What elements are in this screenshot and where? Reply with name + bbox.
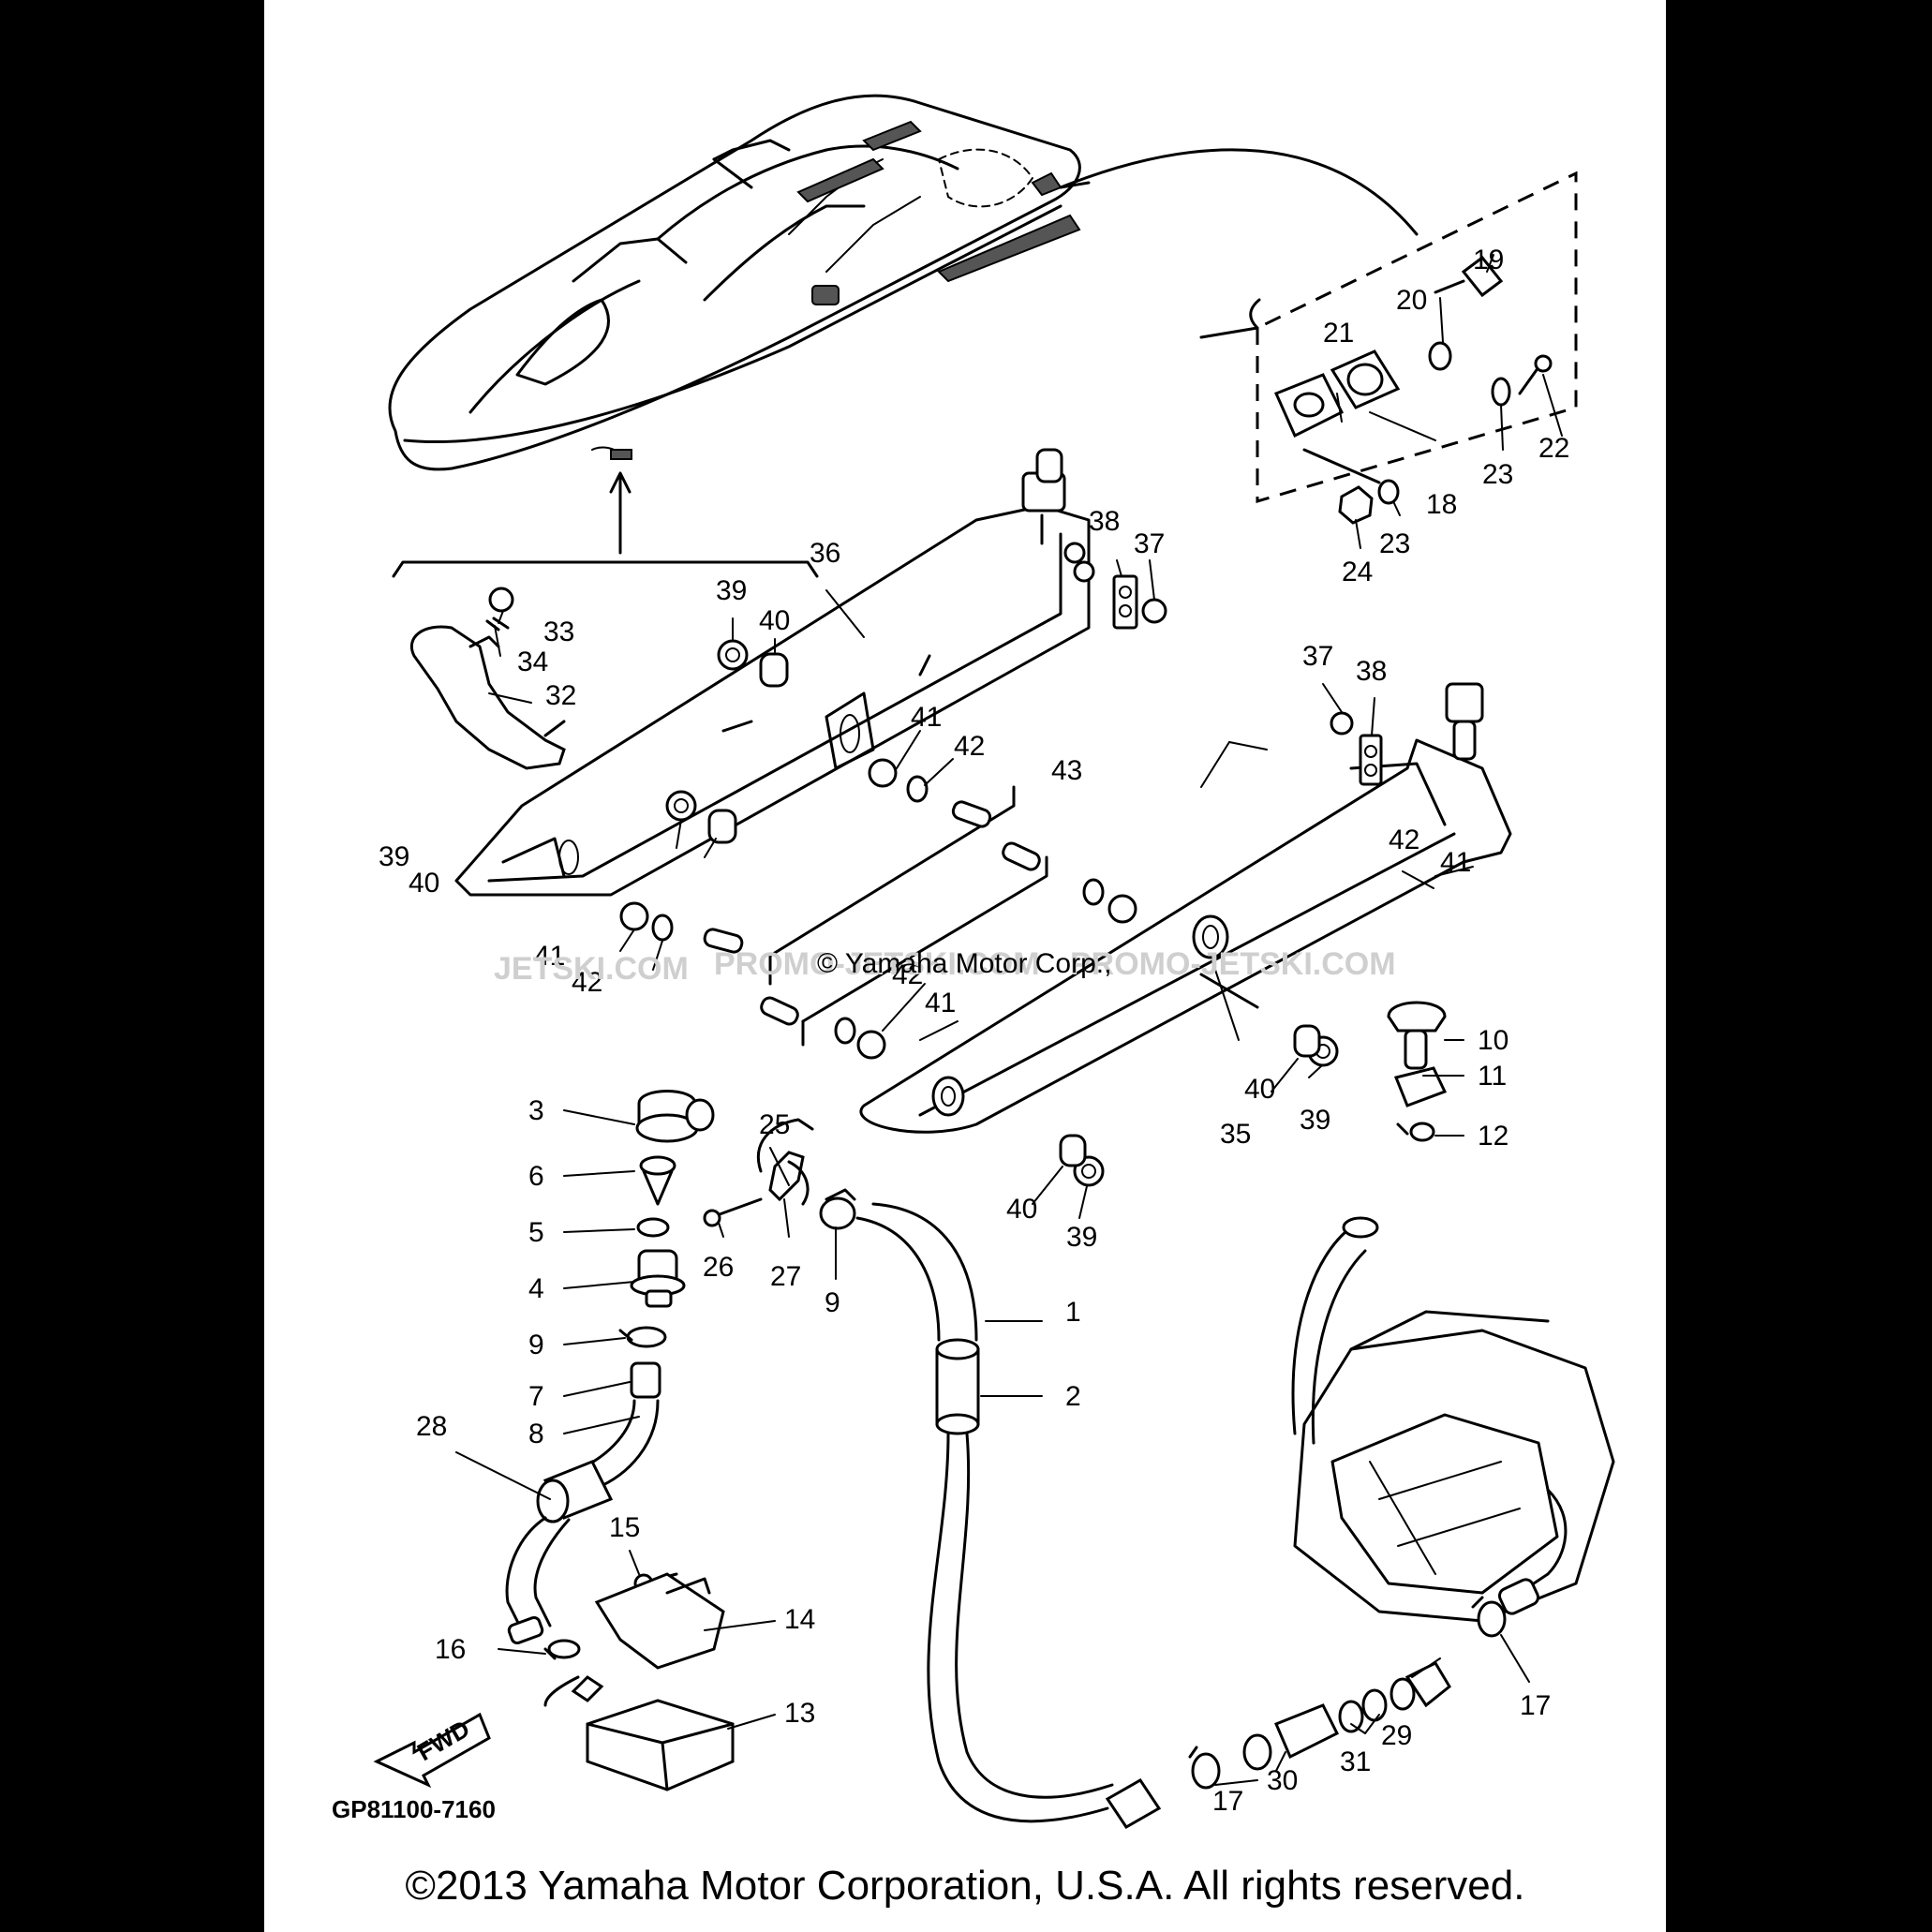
part-label: 30 xyxy=(1267,1765,1298,1796)
part-label: 1 xyxy=(1065,1297,1081,1328)
part-label: 18 xyxy=(1426,489,1457,520)
part-label: 22 xyxy=(1538,433,1569,464)
clamp-9 xyxy=(819,1188,856,1230)
part-label: 42 xyxy=(954,731,985,762)
part-label: 32 xyxy=(545,680,576,711)
nozzle-group xyxy=(410,587,566,770)
part-label: 39 xyxy=(1066,1222,1097,1253)
diagram-sheet: FWD xyxy=(264,0,1666,1932)
hose-1-2 xyxy=(855,1202,1162,1829)
part-label: 17 xyxy=(1520,1690,1551,1721)
part-label: 42 xyxy=(892,959,923,990)
jet-pump-housing xyxy=(1291,1216,1615,1623)
part-label: 39 xyxy=(716,575,747,606)
part-label: 12 xyxy=(1478,1121,1508,1152)
part-label: 39 xyxy=(1300,1105,1330,1136)
part-label: 41 xyxy=(925,988,956,1018)
part-label: 42 xyxy=(572,967,602,998)
sponson-left xyxy=(454,448,1095,897)
watermark-center: PROMO-JETSKI.COM xyxy=(714,946,1040,982)
part-label: 38 xyxy=(1089,506,1120,537)
part-label: 43 xyxy=(1051,755,1082,786)
part-label: 13 xyxy=(784,1698,815,1729)
exploded-parts-diagram: FWD xyxy=(332,94,1615,1829)
part-label: 11 xyxy=(1478,1061,1507,1092)
part-label: 39 xyxy=(379,841,409,872)
part-label: 8 xyxy=(528,1419,544,1449)
part-label: 26 xyxy=(703,1252,734,1283)
part-label: 41 xyxy=(911,702,942,733)
part-label: 25 xyxy=(759,1109,790,1140)
part-label: 9 xyxy=(528,1330,544,1360)
part-label: 24 xyxy=(1342,557,1373,587)
part-label: 40 xyxy=(759,605,790,636)
part-label: 42 xyxy=(1389,825,1419,855)
drain-group xyxy=(1199,171,1578,525)
watermark-overlay: © Yamaha Motor Corp., xyxy=(817,948,1111,979)
part-label: 4 xyxy=(528,1273,544,1304)
part-label: 35 xyxy=(1220,1119,1251,1150)
part-label: 7 xyxy=(528,1381,544,1412)
part-label: 20 xyxy=(1396,285,1427,316)
part-label: 34 xyxy=(517,646,548,677)
fitting-10-12 xyxy=(1387,1001,1448,1142)
part-label: 31 xyxy=(1340,1746,1371,1777)
part-label: 28 xyxy=(416,1411,447,1442)
sponson-hardware xyxy=(619,574,1383,1187)
diagram-code: GP81100-7160 xyxy=(332,1795,496,1823)
part-label: 36 xyxy=(810,538,840,569)
label-leaders xyxy=(455,254,1563,1786)
part-label: 19 xyxy=(1473,245,1504,275)
mount-group xyxy=(543,1572,735,1791)
part-label: 3 xyxy=(528,1095,544,1126)
part-label: 37 xyxy=(1302,641,1333,672)
part-label: 40 xyxy=(1006,1194,1037,1225)
part-label: 16 xyxy=(435,1634,466,1665)
part-label: 15 xyxy=(609,1512,640,1543)
part-label: 6 xyxy=(528,1161,544,1192)
part-label: 9 xyxy=(825,1287,840,1318)
part-label: 41 xyxy=(534,941,565,972)
part-label: 23 xyxy=(1379,528,1410,559)
part-label: 38 xyxy=(1356,656,1387,687)
part-number-labels: 1 2 3 4 5 6 7 8 9 9 10 11 12 13 14 15 16… xyxy=(379,245,1569,1817)
part-label: 40 xyxy=(409,868,439,899)
valve-assembly xyxy=(572,1090,715,1492)
part-label: 23 xyxy=(1482,459,1513,490)
part-label: 29 xyxy=(1381,1720,1412,1751)
sponson-right xyxy=(859,682,1512,1134)
watercraft-outline xyxy=(388,94,1081,471)
copyright-notice: ©2013 Yamaha Motor Corporation, U.S.A. A… xyxy=(405,1863,1525,1909)
part-label: 14 xyxy=(784,1604,815,1635)
fwd-arrow: FWD xyxy=(373,1712,491,1789)
part-label: 27 xyxy=(770,1261,801,1292)
part-label: 17 xyxy=(1212,1786,1243,1817)
hose-28 xyxy=(505,1460,614,1645)
watermark-right: PROMO-JETSKI.COM xyxy=(1070,946,1396,982)
watermark-left: JETSKI.COM xyxy=(494,951,689,987)
leader-to-drain-group xyxy=(1059,148,1419,236)
part-label: 21 xyxy=(1323,318,1354,349)
part-label: 5 xyxy=(528,1217,544,1248)
part-label: 2 xyxy=(1065,1381,1081,1412)
part-label: 41 xyxy=(1440,847,1471,878)
part-label: 40 xyxy=(1244,1074,1275,1105)
part-label: 10 xyxy=(1478,1025,1508,1056)
part-label: 33 xyxy=(543,617,574,647)
part-label: 37 xyxy=(1134,528,1165,559)
